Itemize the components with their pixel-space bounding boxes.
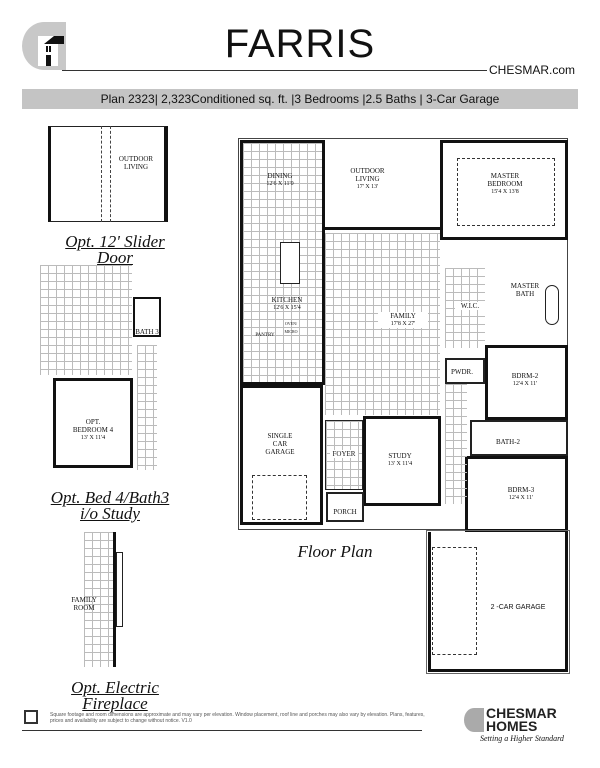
floor-plan-caption: Floor Plan <box>297 542 373 561</box>
hall-floor <box>137 345 157 470</box>
room-label: BDRM-312'4 x 11' <box>507 486 535 501</box>
single-car-garage <box>240 385 323 525</box>
bed-outline <box>457 158 555 226</box>
wall <box>113 532 116 667</box>
house-outline <box>238 138 568 530</box>
page-title: FARRIS <box>224 22 376 66</box>
disclaimer: Square footage and room dimensions are a… <box>50 712 425 724</box>
beam-line <box>101 126 111 222</box>
room-label: PANTRY <box>255 333 275 338</box>
powder-room <box>445 358 485 384</box>
bath-2 <box>470 420 568 456</box>
bedroom-2 <box>485 345 568 420</box>
room-label: BATH-2 <box>495 438 521 446</box>
bath-3-plan <box>133 297 161 337</box>
grid-floor <box>84 532 114 667</box>
room-label: 2 -CAR GARAGE <box>490 604 546 611</box>
car-outline <box>432 547 477 655</box>
car-outline <box>252 475 307 520</box>
room-label: PORCH <box>333 508 357 516</box>
grid-floor <box>40 265 132 375</box>
divider <box>62 70 487 71</box>
window-icon <box>46 46 51 52</box>
divider <box>22 730 422 731</box>
porch <box>326 492 364 522</box>
chesmar-logo-icon <box>464 708 484 732</box>
door-icon <box>46 55 51 66</box>
hall-floor <box>445 384 467 504</box>
equal-housing-icon <box>24 710 38 724</box>
website-link[interactable]: CHESMAR.com <box>489 63 576 77</box>
fireplace <box>116 552 123 627</box>
master-bedroom <box>440 140 568 240</box>
room-label: BATH 3 <box>135 328 159 336</box>
specs-bar: Plan 2323| 2,323Conditioned sq. ft. |3 B… <box>22 89 578 109</box>
opt-bedroom-4-plan <box>53 378 133 468</box>
opt-outdoor-living-plan <box>48 126 168 222</box>
room-label: FOYER <box>330 450 358 458</box>
outdoor-living <box>325 140 440 230</box>
room-label: W.I.C. <box>455 302 485 310</box>
room-label: PWDR. <box>451 368 473 376</box>
bathtub <box>545 285 559 325</box>
room-label: BDRM-212'4 x 11' <box>511 372 539 387</box>
study <box>363 416 441 506</box>
tagline: Setting a Higher Standard <box>480 734 564 743</box>
two-car-garage <box>426 530 570 674</box>
roof-icon <box>44 36 64 44</box>
room-label: OVEN/MICRO <box>284 321 298 334</box>
kitchen-island <box>280 242 300 284</box>
room-label: OPT.BEDROOM 413' x 11'4 <box>72 418 114 441</box>
